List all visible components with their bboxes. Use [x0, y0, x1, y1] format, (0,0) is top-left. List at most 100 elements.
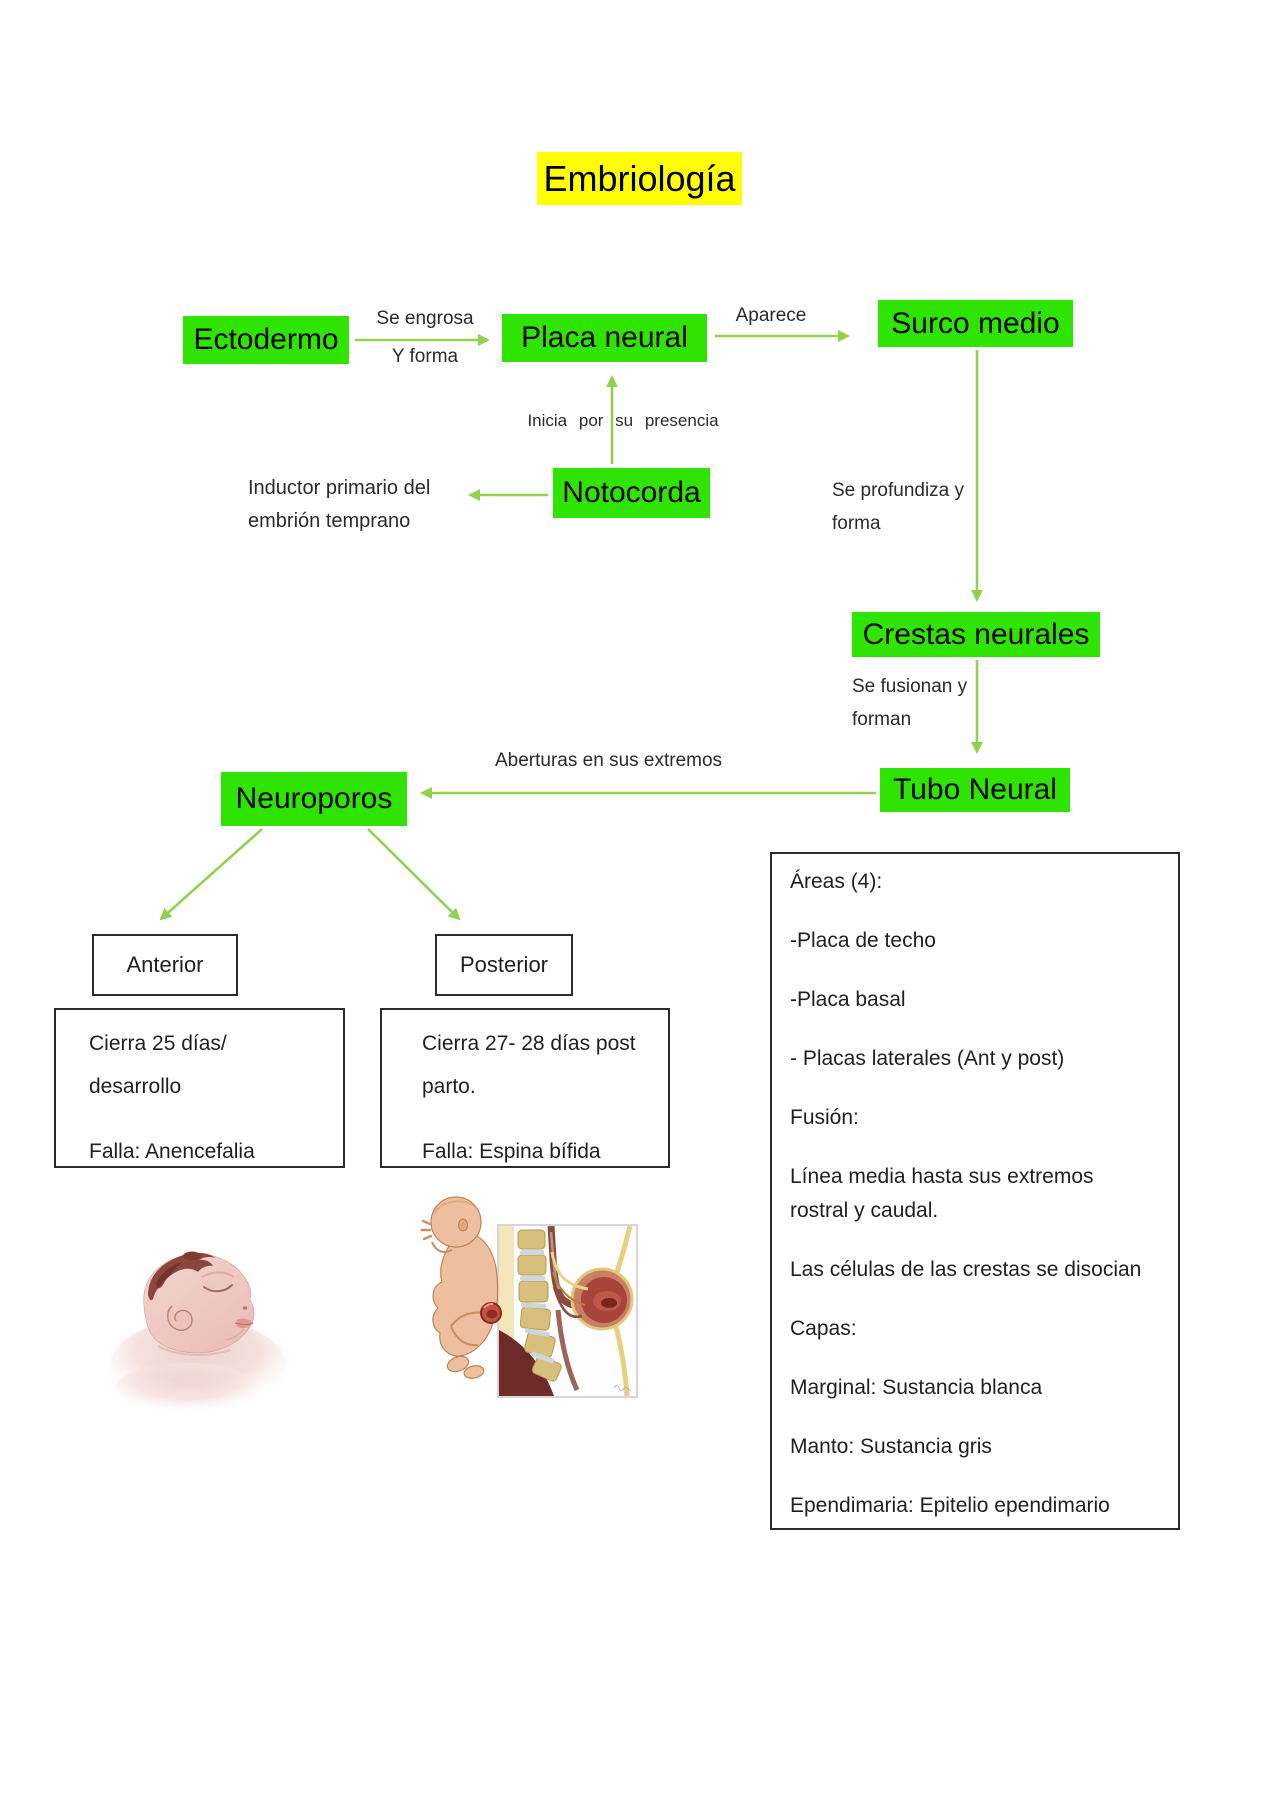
spinal-cord — [549, 1231, 561, 1290]
spina-bifida-illustration — [420, 1196, 638, 1398]
spine-cross-section-content — [499, 1226, 634, 1396]
baby-shoulders — [110, 1319, 286, 1409]
baby-ear-small — [458, 1218, 468, 1232]
sacral-canal — [555, 1309, 580, 1392]
flow-node-notocorda: Notocorda — [553, 468, 710, 518]
edge-label-se-engrosa: Se engrosa — [376, 308, 474, 329]
arrow-neuroporos-to-anterior — [159, 828, 263, 921]
baby-body — [432, 1233, 499, 1357]
panel-line-ependimaria: Ependimaria: Epitelio ependimario — [790, 1494, 1110, 1517]
chin-crease — [225, 1328, 245, 1341]
inductor-line-2: embrión temprano — [248, 510, 411, 532]
panel-line-placa-techo: -Placa de techo — [790, 929, 936, 952]
baby-ear — [167, 1305, 193, 1331]
baby-head — [430, 1196, 482, 1248]
edge-label-se-fusionan: Se fusionan y forman — [852, 670, 967, 736]
sac-core — [601, 1298, 617, 1308]
sac-fluid — [593, 1291, 621, 1311]
baby-chest — [114, 1363, 258, 1409]
panel-line-capas: Capas: — [790, 1317, 857, 1340]
brow-crease — [201, 1271, 235, 1278]
nostril — [242, 1306, 248, 1310]
panel-line-linea-media: Línea media hasta sus extremos — [790, 1165, 1094, 1188]
vertebrae-column — [517, 1229, 562, 1382]
anencephaly-illustration — [110, 1251, 286, 1409]
areas-info-panel: Áreas (4): -Placa de techo -Placa basal … — [770, 852, 1180, 1530]
panel-line-celulas-crestas: Las células de las crestas se disocian — [790, 1258, 1142, 1281]
skin-band — [499, 1226, 514, 1396]
page-title: Embriología — [537, 152, 742, 205]
edge-label-y-forma: Y forma — [391, 346, 459, 367]
anterior-detail-box: Cierra 25 días/ desarrollo Falla: Anence… — [54, 1008, 345, 1168]
scalp-tissue-shadow — [156, 1262, 182, 1289]
vertebra — [518, 1280, 549, 1303]
closed-eye — [203, 1284, 233, 1293]
anterior-label-box: Anterior — [92, 934, 238, 996]
baby-head-profile — [143, 1253, 255, 1354]
baby-leg-fold — [450, 1325, 479, 1347]
anterior-detail-falla: Falla: Anencefalia — [89, 1140, 255, 1163]
sac-inner — [581, 1277, 627, 1323]
posterior-label-box: Posterior — [435, 934, 573, 996]
baby-fingers — [420, 1219, 433, 1241]
panel-line-manto: Manto: Sustancia gris — [790, 1435, 992, 1458]
spine-cross-section-panel — [497, 1224, 638, 1398]
se-fusionan-line-1: Se fusionan y — [852, 676, 968, 697]
flow-node-ectodermo: Ectodermo — [183, 316, 349, 364]
panel-line-placa-basal: -Placa basal — [790, 988, 906, 1011]
panel-line-placas-laterales: - Placas laterales (Ant y post) — [790, 1047, 1065, 1070]
pelvic-shadow — [499, 1330, 554, 1396]
flow-node-surco-medio: Surco medio — [878, 300, 1073, 347]
se-profundiza-line-2: forma — [832, 513, 881, 534]
edge-label-inductor-primario: Inductor primario del embrión temprano — [248, 472, 430, 538]
edge-label-se-profundiza: Se profundiza y forma — [832, 474, 964, 540]
lips — [236, 1318, 253, 1329]
anencephaly-scalp-defect — [148, 1252, 215, 1301]
back-lesion-rim — [483, 1302, 494, 1309]
vertebra — [517, 1229, 546, 1250]
spinal-canal — [547, 1226, 583, 1310]
baby-arm-fold — [431, 1241, 453, 1253]
edge-label-inicia-por-su-presencia: Inicia por su presencia — [527, 411, 719, 430]
scalp-tissue-bump — [183, 1251, 201, 1261]
panel-line-fusion: Fusión: — [790, 1106, 859, 1129]
skin-lower — [611, 1319, 630, 1396]
baby-hair — [433, 1200, 479, 1215]
panel-line-areas: Áreas (4): — [790, 870, 883, 893]
nerve-fiber-1 — [550, 1251, 589, 1291]
arrow-neuroporos-to-posterior — [367, 828, 461, 921]
flow-node-crestas-neurales: Crestas neurales — [852, 612, 1100, 657]
baby-foot-2 — [463, 1365, 485, 1379]
intervertebral-discs — [520, 1250, 555, 1364]
back-lesion — [480, 1302, 502, 1324]
inductor-line-1: Inductor primario del — [248, 477, 431, 499]
posterior-detail-box: Cierra 27- 28 días post parto. Falla: Es… — [380, 1008, 670, 1168]
edge-label-aberturas: Aberturas en sus extremos — [495, 750, 723, 771]
panel-line-rostral-caudal: rostral y caudal. — [790, 1199, 939, 1222]
nerve-fiber-2 — [552, 1271, 586, 1306]
anterior-detail-line-1: Cierra 25 días/ — [89, 1032, 227, 1055]
curled-baby — [420, 1196, 502, 1379]
vertebra — [519, 1306, 552, 1331]
vertebra — [531, 1355, 562, 1382]
flow-node-tubo-neural: Tubo Neural — [880, 768, 1070, 812]
posterior-detail-falla: Falla: Espina bífida — [422, 1140, 601, 1163]
se-profundiza-line-1: Se profundiza y — [832, 480, 965, 501]
posterior-detail-line-1: Cierra 27- 28 días post — [422, 1032, 636, 1055]
neck-fold — [157, 1345, 231, 1356]
vertebra — [524, 1331, 556, 1358]
nerve-fiber-3 — [552, 1286, 583, 1319]
vertebra — [517, 1254, 547, 1276]
skin-upper — [611, 1226, 633, 1281]
myelomeningocele-sac — [570, 1267, 634, 1331]
artist-signature — [613, 1385, 632, 1392]
flow-node-neuroporos: Neuroporos — [221, 772, 407, 826]
edge-label-aparece: Aparece — [735, 305, 807, 326]
anterior-detail-line-2: desarrollo — [89, 1075, 182, 1098]
posterior-detail-line-2: parto. — [422, 1075, 476, 1098]
mouth-line — [234, 1322, 254, 1325]
se-fusionan-line-2: forman — [852, 709, 912, 730]
panel-line-marginal: Marginal: Sustancia blanca — [790, 1376, 1043, 1399]
baby-foot-1 — [446, 1355, 470, 1373]
